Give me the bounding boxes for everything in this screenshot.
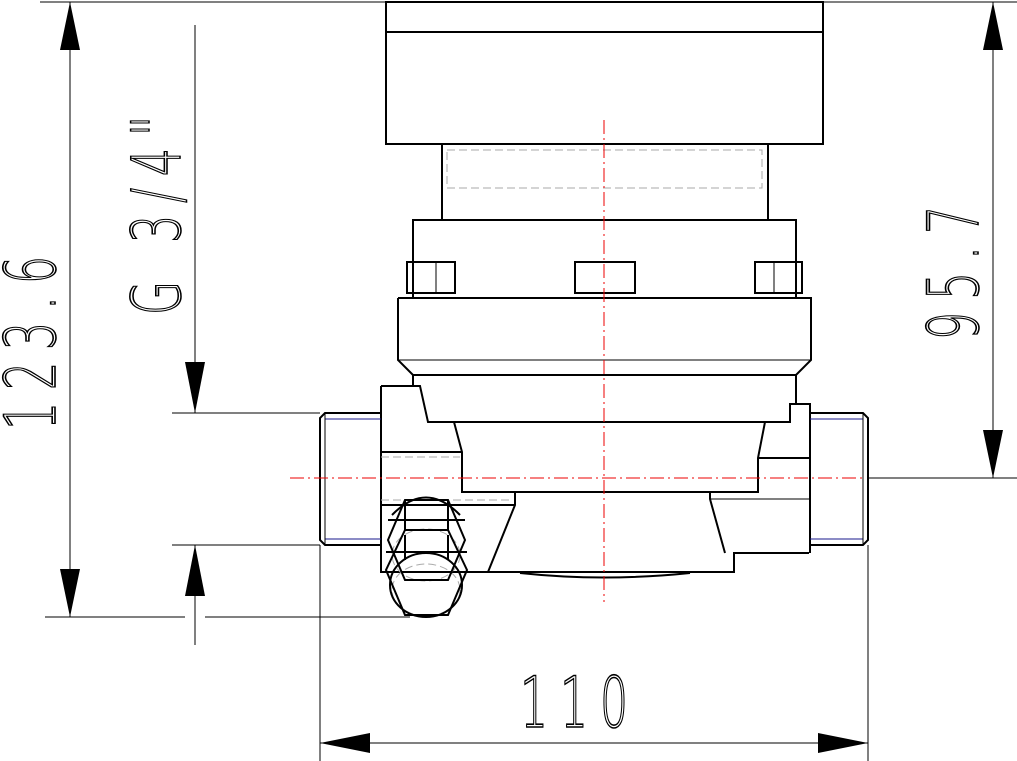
arrow-icon [818,733,868,753]
arrow-icon [60,2,80,50]
dim-label-thread: G 3/4" [118,104,196,315]
sensor-fitting [384,496,469,618]
inlet-thread [319,412,381,546]
meter-body [319,1,869,618]
arrow-icon [185,545,205,596]
arrow-icon [320,733,370,753]
dim-label-95-7: 95.7 [913,194,994,340]
neck [441,143,769,221]
arrow-icon [983,430,1003,478]
outlet-thread [810,412,869,546]
dim-label-123-6: 123.6 [0,244,72,430]
dimension-length: 110 [319,545,869,761]
dimension-thread: G 3/4" [118,25,410,645]
dim-label-110: 110 [520,662,640,743]
arrow-icon [60,569,80,617]
dimension-axis-height: 95.7 [823,1,1017,479]
dimension-overall-height: 123.6 [0,1,386,618]
arrow-icon [983,2,1003,50]
arrow-icon [185,362,205,413]
